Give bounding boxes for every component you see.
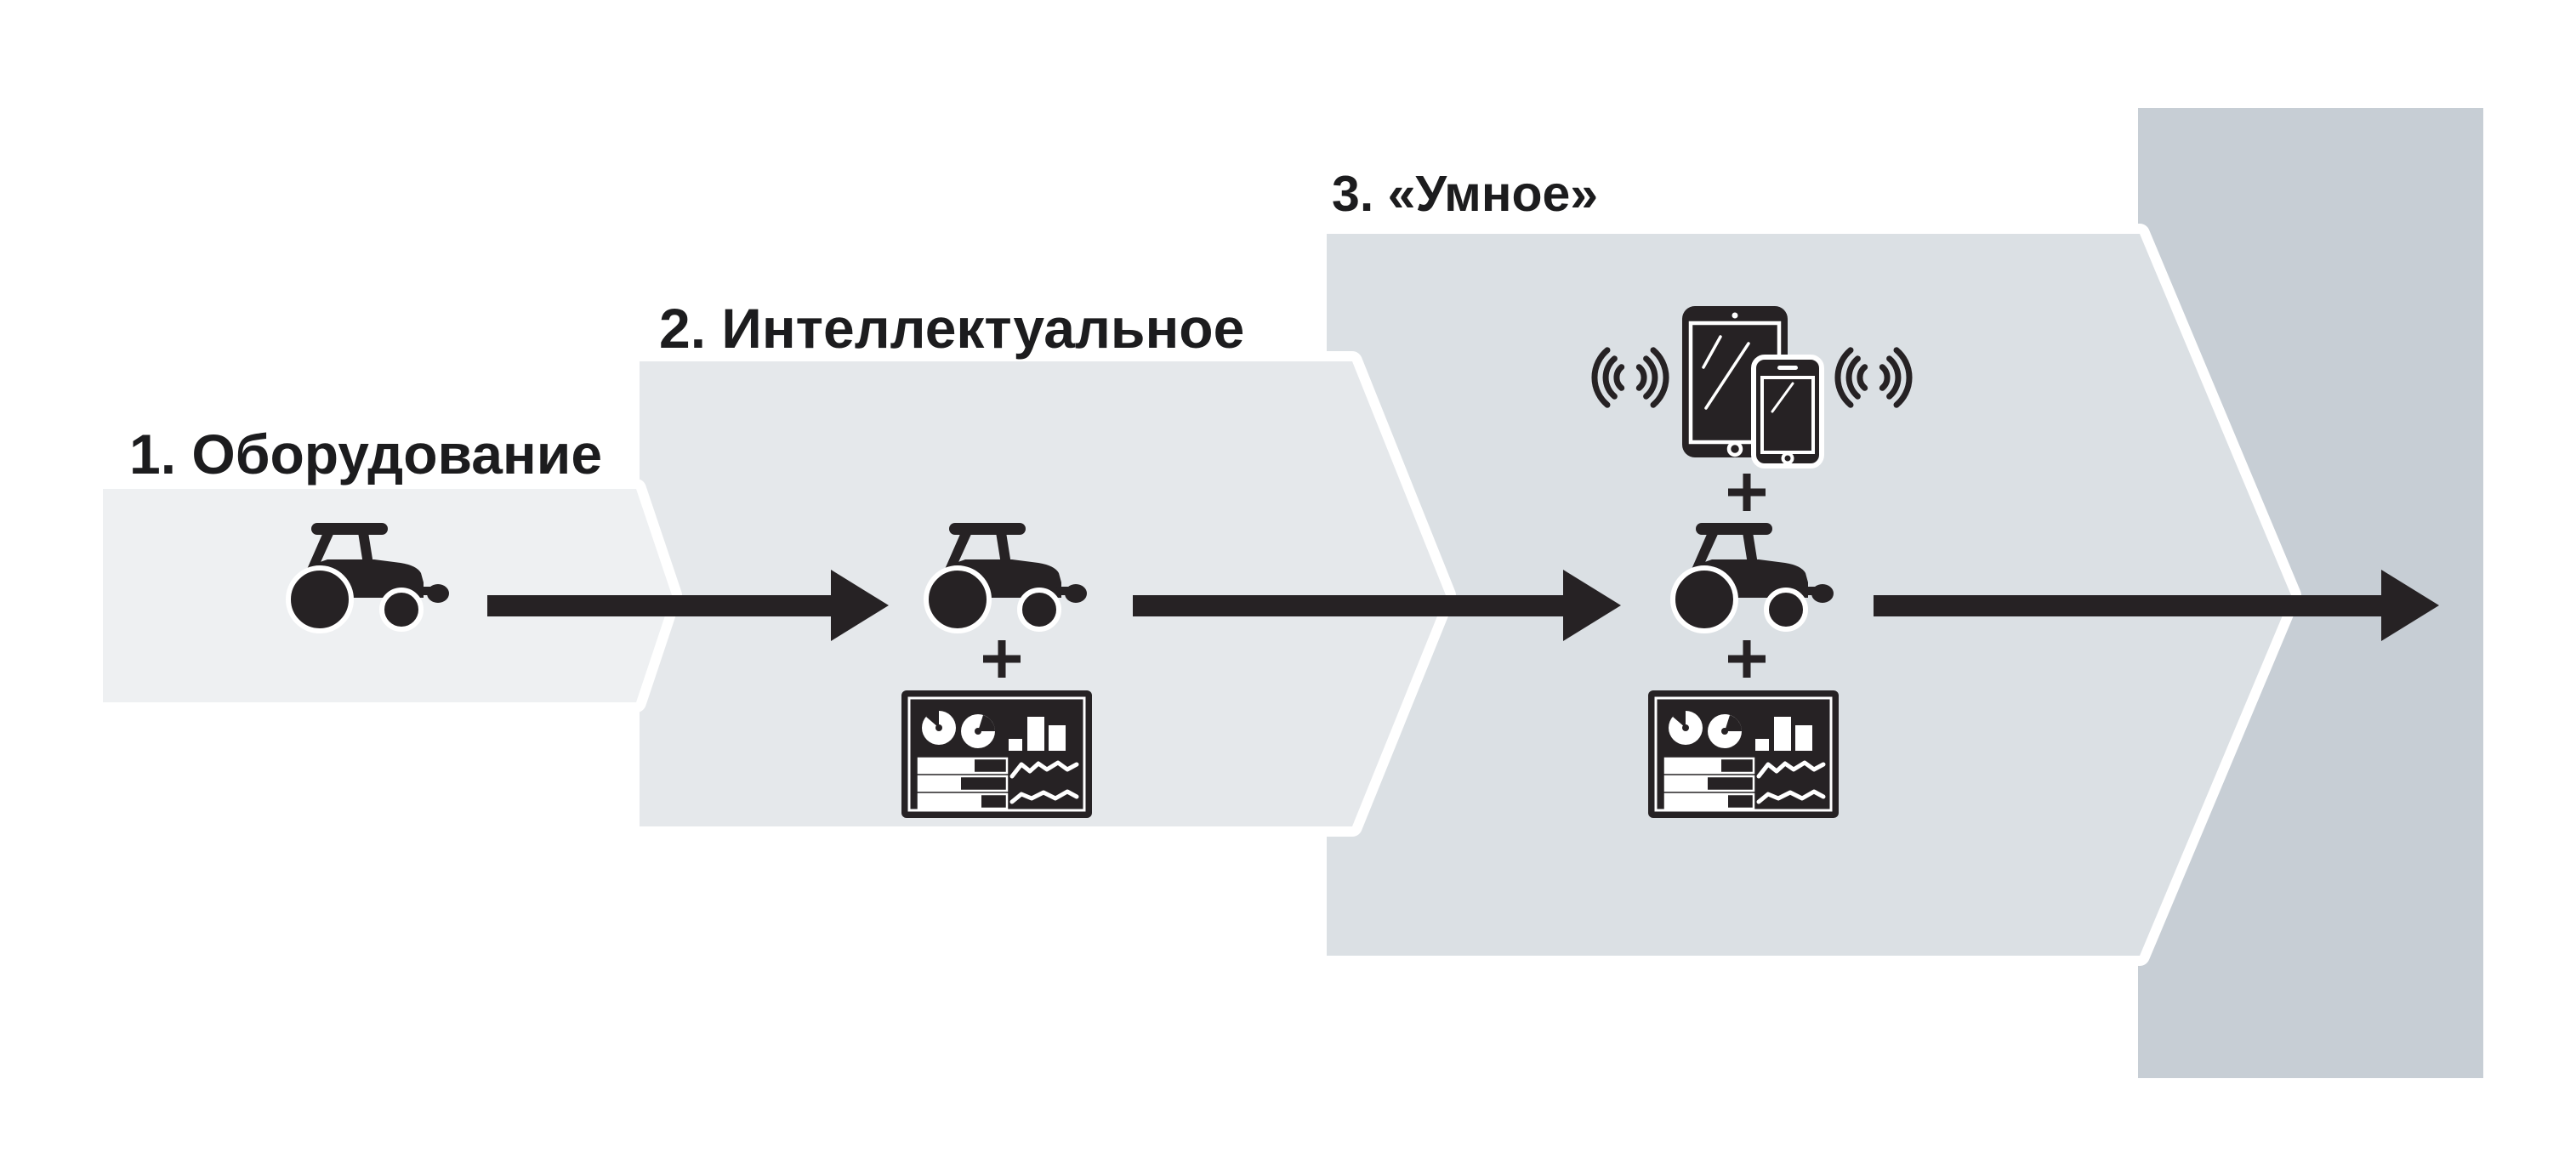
stage2-label: 2. Интеллектуальное <box>659 297 1245 360</box>
wireless-waves-right-icon <box>1834 347 1913 408</box>
plus-icon-stage3-upper <box>1728 474 1766 511</box>
wireless-waves-left-icon <box>1591 347 1669 408</box>
tractor-icon-stage1 <box>286 523 449 633</box>
stage1-label: 1. Оборудование <box>129 423 603 485</box>
dashboard-icon-stage3 <box>1648 690 1839 818</box>
flow-arrow-3 <box>1874 570 2439 641</box>
smart-devices-group <box>1591 306 1913 468</box>
dashboard-icon-stage2 <box>901 690 1092 818</box>
plus-icon-stage3-lower <box>1728 640 1766 678</box>
tractor-icon-stage2 <box>924 523 1087 633</box>
tractor-icon-stage3 <box>1670 523 1834 633</box>
flow-arrow-1 <box>487 570 889 641</box>
plus-icon-stage2 <box>983 640 1021 678</box>
flow-arrow-2 <box>1133 570 1621 641</box>
smartphone-icon <box>1751 355 1824 468</box>
stage3-label: 3. «Умное» <box>1332 166 1599 222</box>
